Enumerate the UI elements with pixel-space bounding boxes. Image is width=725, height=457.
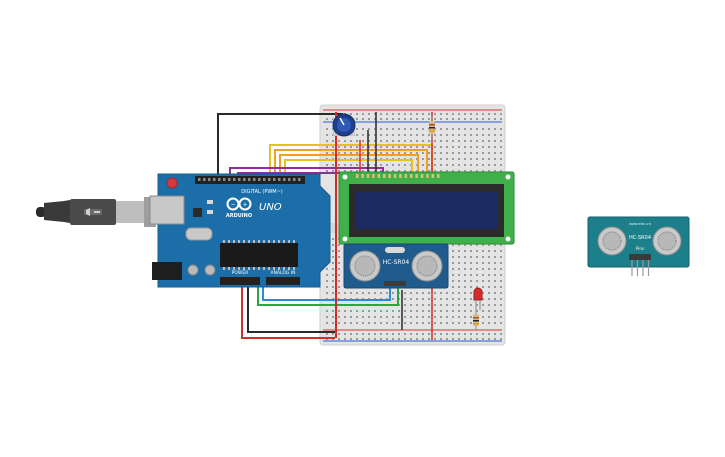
power-label: POWER xyxy=(232,270,249,276)
lcd-screen xyxy=(355,192,498,229)
analog-in-label: ANALOG IN xyxy=(270,270,295,276)
lcd-16x2-display[interactable] xyxy=(338,171,515,245)
svg-text:+: + xyxy=(242,202,247,209)
potentiometer-icon[interactable] xyxy=(332,113,356,137)
red-led-icon[interactable] xyxy=(473,287,483,310)
arduino-uno-board[interactable]: DIGITAL (PWM~) − + ARDUINO UNO POWER ANA… xyxy=(36,173,331,288)
digital-pwm-label: DIGITAL (PWM~) xyxy=(241,189,283,195)
ultrasonic-sensor-loose[interactable]: www.elec.cn HC-SR04 Pins xyxy=(587,216,690,276)
sensor-loose-brand: www.elec.cn xyxy=(629,222,651,226)
wire-yellow-2[interactable] xyxy=(284,159,413,180)
wire-black-top[interactable] xyxy=(217,113,343,180)
ultrasonic-sensor-breadboard[interactable]: HC-SR04 xyxy=(343,243,449,289)
sensor-loose-pins-label: Pins xyxy=(636,246,644,251)
resistor-icon[interactable] xyxy=(429,116,435,140)
sensor-loose-label: HC-SR04 xyxy=(629,235,651,241)
arduino-brand-label: ARDUINO xyxy=(226,213,252,219)
svg-text:−: − xyxy=(230,201,235,208)
arduino-logo-icon: − + xyxy=(226,197,252,211)
wire-red-5v[interactable] xyxy=(241,285,335,339)
arduino-model-label: UNO xyxy=(259,202,282,213)
atmega-chip xyxy=(220,243,298,267)
wire-black-gnd[interactable] xyxy=(247,285,335,333)
resistor-bottom-icon[interactable] xyxy=(473,310,479,330)
sensor-breadboard-label: HC-SR04 xyxy=(383,259,410,266)
reset-button[interactable] xyxy=(166,177,178,189)
usb-cable-icon[interactable] xyxy=(36,197,156,227)
wire-orange-1[interactable] xyxy=(274,149,428,180)
